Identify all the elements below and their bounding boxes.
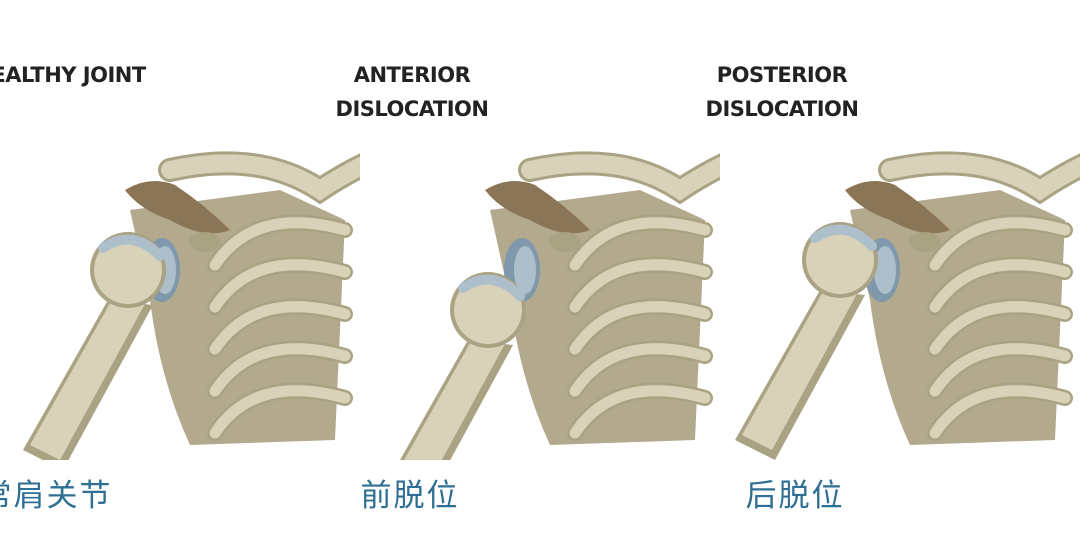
humeral-head <box>94 236 162 304</box>
panel-posterior-dislocation: POSTERIOR DISLOCATION 后脱位 <box>706 0 1080 551</box>
acromion <box>125 181 230 234</box>
glenoid-cartilage <box>514 246 536 294</box>
humeral-head <box>806 226 874 294</box>
panel-title: HEALTHY JOINT <box>0 58 240 92</box>
rib <box>209 217 351 271</box>
panel-title: ANTERIOR DISLOCATION <box>232 58 592 126</box>
humerus-shaft <box>30 298 146 460</box>
rib <box>209 385 351 439</box>
rib <box>569 385 711 439</box>
rib <box>569 301 711 355</box>
shoulder-illustration <box>400 151 720 460</box>
clavicle <box>881 154 1080 201</box>
coracoid <box>549 232 581 252</box>
coracoid <box>189 232 221 252</box>
acromion <box>485 181 590 234</box>
clavicle <box>521 154 720 201</box>
panel-title: POSTERIOR DISLOCATION <box>602 58 962 126</box>
rib <box>569 343 711 397</box>
title-line-2: DISLOCATION <box>335 97 489 121</box>
humerus-shaft <box>742 288 858 450</box>
coracoid <box>909 232 941 252</box>
humeral-head <box>454 276 522 344</box>
title-line-1: POSTERIOR <box>716 63 848 87</box>
title-line-1: HEALTHY JOINT <box>0 63 146 87</box>
humeral-cartilage <box>98 234 165 261</box>
rib <box>569 259 711 313</box>
rib <box>929 217 1071 271</box>
rib <box>929 301 1071 355</box>
rib <box>929 259 1071 313</box>
rib <box>569 217 711 271</box>
panel-label: 正常肩关节 <box>0 478 113 514</box>
glenoid-cartilage <box>874 246 896 294</box>
shoulder-illustration <box>735 151 1080 460</box>
title-line-1: ANTERIOR <box>353 63 471 87</box>
shoulder-illustration <box>23 151 360 460</box>
rib <box>209 259 351 313</box>
panel-label: 后脱位 <box>745 478 845 514</box>
rib <box>929 343 1071 397</box>
humeral-cartilage <box>810 224 877 251</box>
panel-label: 前脱位 <box>360 478 460 514</box>
rib <box>929 385 1071 439</box>
panel-healthy-joint: HEALTHY JOINT 正常肩关节 <box>0 0 360 551</box>
panel-anterior-dislocation: ANTERIOR DISLOCATION 前脱位 <box>336 0 720 551</box>
acromion <box>845 181 950 234</box>
humeral-cartilage <box>458 274 525 301</box>
rib <box>209 301 351 355</box>
rib <box>209 343 351 397</box>
humerus-shaft <box>404 338 506 460</box>
title-line-2: DISLOCATION <box>705 97 859 121</box>
clavicle <box>161 154 360 201</box>
